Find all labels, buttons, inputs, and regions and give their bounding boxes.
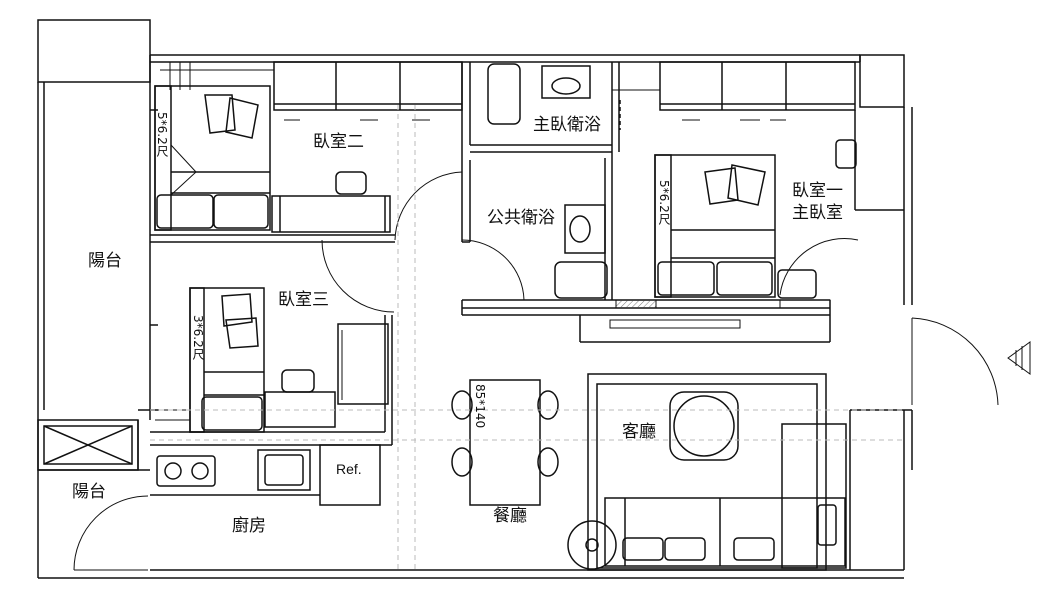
desk-bedroom2 xyxy=(271,171,391,233)
bed-size-bedroom1: 5*6.2尺 xyxy=(657,180,671,225)
bedroom1-furniture xyxy=(654,61,904,299)
refrigerator-label: Ref. xyxy=(336,461,362,477)
outer-wall xyxy=(38,54,913,579)
room-label-balcony: 陽台 xyxy=(88,251,122,271)
room-label-bedroom3: 臥室三 xyxy=(278,290,329,310)
room-label-master-bath: 主臥衛浴 xyxy=(533,115,601,135)
room-label-living-room: 客廳 xyxy=(622,422,656,442)
room-label-master-bedroom: 主臥室 xyxy=(792,203,843,223)
bed-size-bedroom3: 3*6.2尺 xyxy=(191,315,205,360)
bedroom2-walls xyxy=(150,62,471,243)
dining-table-size: 85*140 xyxy=(473,384,487,429)
dining-set xyxy=(451,379,559,506)
corridor-walls xyxy=(461,299,831,343)
bed-size-bedroom2: 5*6.2尺 xyxy=(155,112,169,157)
living-furniture xyxy=(567,373,847,571)
balcony-frame xyxy=(37,19,158,578)
public-bath xyxy=(462,158,608,300)
room-label-balcony-lower: 陽台 xyxy=(72,482,106,502)
room-label-bedroom2: 臥室二 xyxy=(313,132,364,152)
guide-lines xyxy=(150,105,904,570)
room-label-public-bath: 公共衛浴 xyxy=(487,208,555,228)
room-label-kitchen: 廚房 xyxy=(232,516,266,536)
room-label-dining-room: 餐廳 xyxy=(493,506,527,526)
room-label-bedroom1: 臥室一 xyxy=(792,181,843,201)
kitchen-counter xyxy=(150,444,392,506)
door-swings xyxy=(73,171,999,571)
entrance-arrow-icon xyxy=(1007,341,1031,375)
master-bath xyxy=(470,61,661,300)
bedroom3-furniture xyxy=(150,287,393,445)
bed-bedroom2 xyxy=(154,85,271,231)
